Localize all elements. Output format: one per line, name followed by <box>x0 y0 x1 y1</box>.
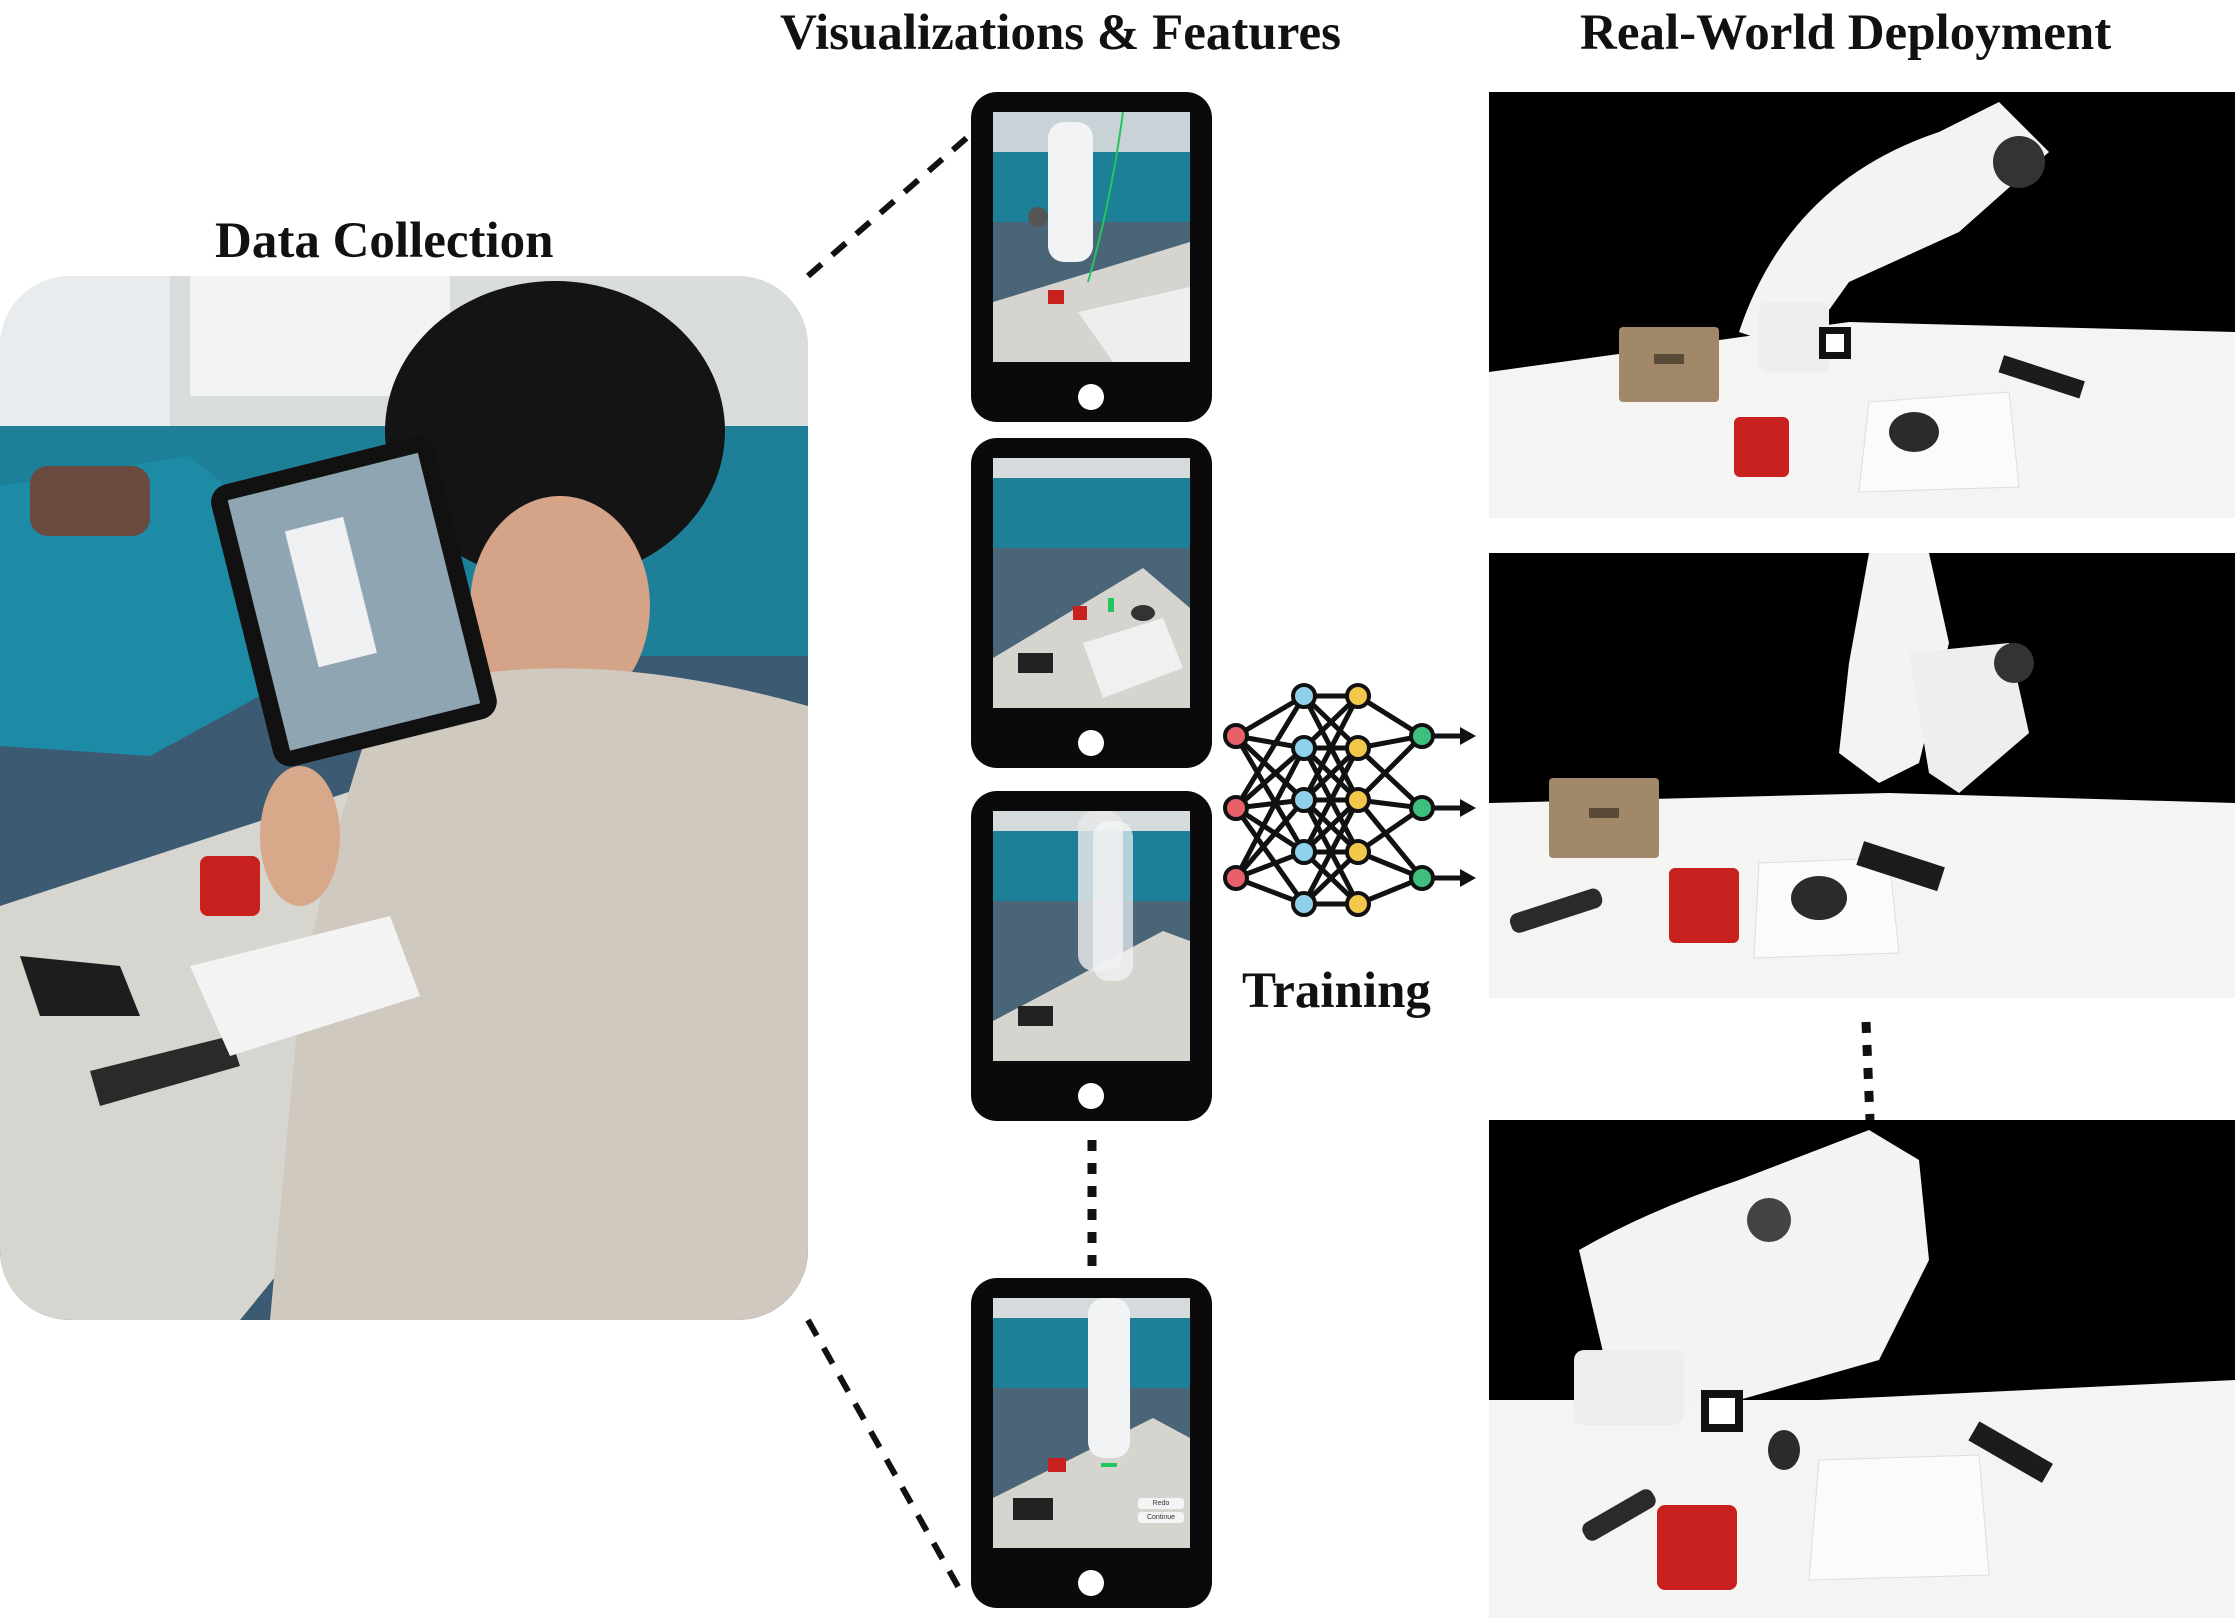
deployment-panel-1 <box>1489 92 2235 518</box>
tablet-4-scene <box>993 1298 1190 1548</box>
tablet-1-scene <box>993 112 1190 362</box>
continue-button[interactable]: Continue <box>1138 1512 1184 1523</box>
tablet-3-screen <box>993 811 1190 1061</box>
dashed-connector-top <box>806 119 987 279</box>
nn-node <box>1291 735 1317 761</box>
nn-node <box>1345 735 1371 761</box>
tablet-1 <box>971 92 1212 422</box>
nn-node <box>1291 891 1317 917</box>
nn-node <box>1223 723 1249 749</box>
tablet-3 <box>971 791 1212 1121</box>
tablet-4-screen: Redo Continue <box>993 1298 1190 1548</box>
deployment-panel-2 <box>1489 553 2235 998</box>
deployment-scene-1 <box>1489 92 2235 518</box>
nn-node <box>1223 865 1249 891</box>
nn-node <box>1291 683 1317 709</box>
data-collection-scene <box>0 276 808 1320</box>
redo-button[interactable]: Redo <box>1138 1498 1184 1509</box>
nn-node <box>1223 795 1249 821</box>
dashed-connector-bottom <box>805 1318 963 1592</box>
deployment-panel-3 <box>1489 1120 2235 1618</box>
nn-node <box>1291 839 1317 865</box>
dotted-connector-deployment <box>1861 1021 1875 1121</box>
tablet-3-scene <box>993 811 1190 1061</box>
deployment-scene-3 <box>1489 1120 2235 1618</box>
neural-network-icon <box>1223 683 1476 917</box>
tablet-2-scene <box>993 458 1190 708</box>
nn-node <box>1345 787 1371 813</box>
tablet-1-home-button <box>1078 384 1104 410</box>
nn-node <box>1345 891 1371 917</box>
nn-node <box>1409 795 1435 821</box>
nn-node <box>1409 865 1435 891</box>
tablet-1-screen <box>993 112 1190 362</box>
nn-node <box>1345 683 1371 709</box>
tablet-2-home-button <box>1078 730 1104 756</box>
nn-node <box>1291 787 1317 813</box>
nn-node <box>1409 723 1435 749</box>
heading-real-world-deployment: Real-World Deployment <box>1580 5 2112 61</box>
deployment-scene-2 <box>1489 553 2235 998</box>
tablet-3-home-button <box>1078 1083 1104 1109</box>
nn-node <box>1345 839 1371 865</box>
heading-visualizations-features: Visualizations & Features <box>780 5 1341 61</box>
data-collection-photo <box>0 276 808 1320</box>
tablet-4: Redo Continue <box>971 1278 1212 1608</box>
heading-training: Training <box>1242 963 1431 1019</box>
heading-data-collection: Data Collection <box>215 213 554 269</box>
tablet-2-screen <box>993 458 1190 708</box>
tablet-4-home-button <box>1078 1570 1104 1596</box>
tablet-2 <box>971 438 1212 768</box>
